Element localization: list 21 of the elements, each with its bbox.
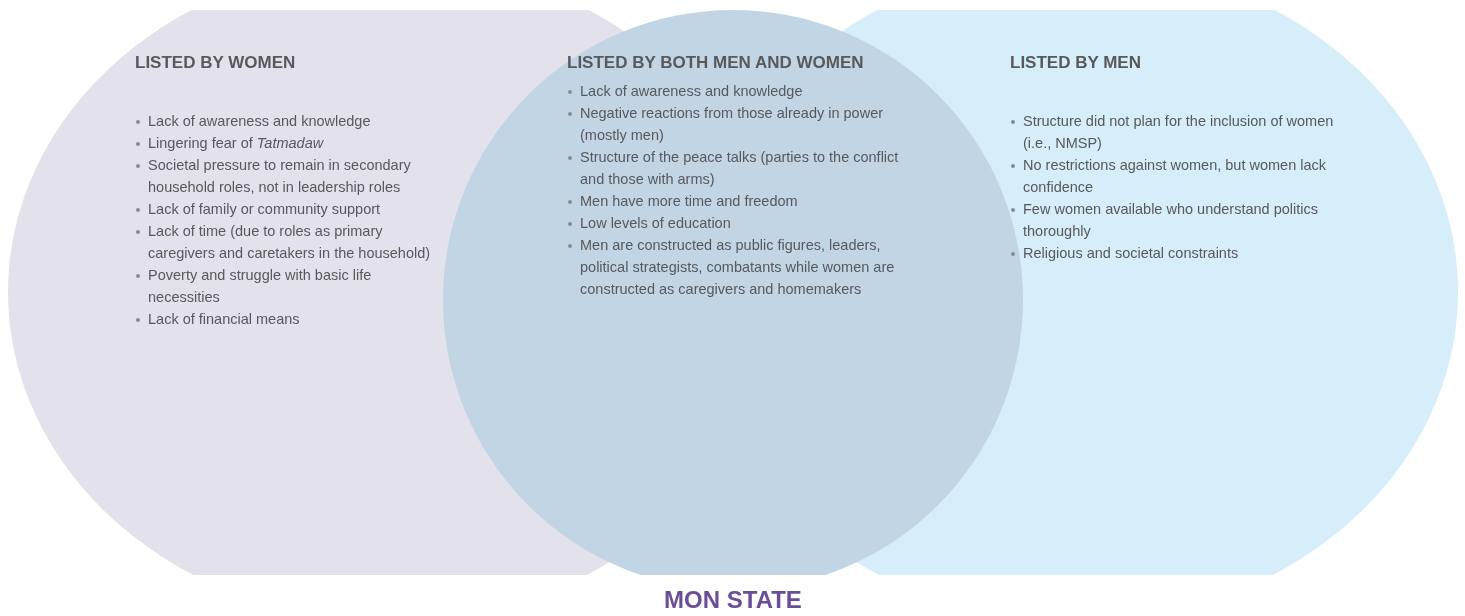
bullet-item: Lingering fear of Tatmadaw xyxy=(148,135,324,151)
bullet-item: Few women available who understand politics thoroughly xyxy=(1023,201,1318,239)
bullet-item: Lack of awareness and knowledge xyxy=(148,113,371,129)
bullet-item: Societal pressure to remain in secondary household roles, not in leadership roles xyxy=(148,157,411,195)
circle-heading: LISTED BY WOMEN xyxy=(135,52,297,74)
circle-heading: LISTED BY MEN xyxy=(1010,52,1142,74)
bullet-item: Men are constructed as public figures, leaders, political strategists, combatants while women are constructed as caregivers and homemakers xyxy=(580,237,895,297)
bullet-item: Lack of financial means xyxy=(148,311,300,327)
circle-heading: LISTED BY BOTH MEN AND WOMEN xyxy=(567,52,865,74)
bullet-item: Structure of the peace talks (parties to the conflict and those with arms) xyxy=(580,149,899,187)
bullet-item: Structure did not plan for the inclusion of women (i.e., NMSP) xyxy=(1023,113,1334,151)
bullet-item: Men have more time and freedom xyxy=(580,193,798,209)
bullet-item: No restrictions against women, but women lack confidence xyxy=(1023,157,1327,195)
bullet-item: Poverty and struggle with basic life necessities xyxy=(148,267,372,305)
bullet-item: Lack of awareness and knowledge xyxy=(580,83,803,99)
bullet-item: Low levels of education xyxy=(580,215,731,231)
bullet-item: Religious and societal constraints xyxy=(1023,245,1239,261)
bullet-item: Negative reactions from those already in power (mostly men) xyxy=(580,105,884,143)
bullet-item: Lack of time (due to roles as primary caregivers and caretakers in the household) xyxy=(148,223,431,261)
bullet-item: Lack of family or community support xyxy=(148,201,381,217)
caption: MON STATE xyxy=(663,586,803,614)
